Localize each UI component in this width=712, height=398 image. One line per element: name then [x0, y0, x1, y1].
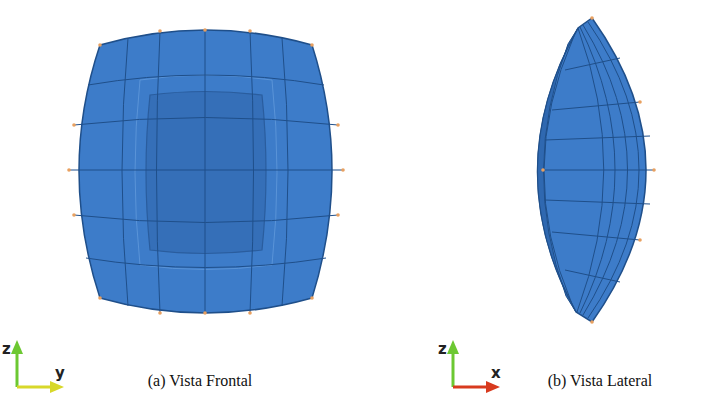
- figure-caption: (a) Vista Frontal: [148, 372, 253, 390]
- axis-label: z: [2, 340, 11, 358]
- frontal-mesh: [67, 28, 345, 315]
- axis-label: x: [491, 364, 501, 382]
- axis-label: z: [438, 340, 447, 358]
- figure-caption: (b) Vista Lateral: [548, 372, 652, 390]
- lateral-mesh: [537, 16, 655, 324]
- axis-label: y: [55, 364, 65, 382]
- axis-triad: [11, 340, 500, 393]
